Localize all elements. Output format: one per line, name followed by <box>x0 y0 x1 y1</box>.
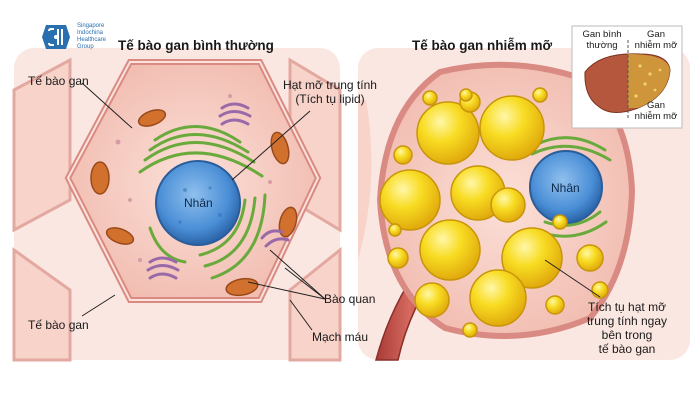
brand-logo: Singapore Indochina Healthcare Group <box>38 19 198 63</box>
label-accum-line1: Tích tụ hạt mỡ <box>588 300 666 314</box>
label-lipid-line1: Hạt mỡ trung tính <box>283 78 377 92</box>
label-hepatocyte-bottom: Tế bào gan <box>28 318 89 332</box>
normal-nucleus <box>155 160 241 246</box>
label-hepatocyte-top: Tế bào gan <box>28 74 89 88</box>
label-accum-line2: trung tính ngay <box>586 314 668 328</box>
liver-inset <box>571 25 683 129</box>
inset-normal-line2: thường <box>586 40 618 51</box>
label-nucleus-right: Nhân <box>551 181 580 195</box>
label-blood-vessel: Mạch máu <box>312 330 369 344</box>
inset-normal-line1: Gan bình <box>582 29 622 40</box>
inset-label-fatty-top: Gan nhiễm mỡ <box>630 29 682 51</box>
leader-lines <box>81 82 601 331</box>
label-fat-accumulation: Tích tụ hạt mỡ trung tính ngay bên trong… <box>572 300 682 356</box>
label-accum-line4: tế bào gan <box>598 342 656 356</box>
inset-fatty-bottom-line2: nhiễm mỡ <box>634 111 678 122</box>
left-title: Tế bào gan bình thường <box>118 38 274 53</box>
label-lipid: Hạt mỡ trung tính (Tích tụ lipid) <box>268 78 392 106</box>
inset-label-normal: Gan bình thường <box>576 29 628 51</box>
logo-line: Healthcare <box>77 37 107 43</box>
mitochondria-left <box>90 109 298 297</box>
inset-fatty-bottom-line1: Gan <box>647 100 665 111</box>
label-accum-line3: bên trong <box>601 328 653 342</box>
label-lipid-line2: (Tích tụ lipid) <box>295 92 365 106</box>
golgi-left <box>146 102 290 280</box>
right-title: Tế bào gan nhiễm mỡ <box>412 38 553 53</box>
logo-emblem-icon <box>42 25 70 49</box>
endoplasmic-reticulum-left <box>138 125 267 280</box>
logo-line: Indochina <box>77 30 104 36</box>
fat-droplets <box>379 87 609 338</box>
logo-line: Group <box>77 44 94 50</box>
logo-line: Singapore <box>77 23 105 29</box>
label-nucleus-left: Nhân <box>184 196 213 210</box>
inset-label-fatty-bottom: Gan nhiễm mỡ <box>630 100 682 122</box>
inset-fatty-top-line1: Gan <box>647 29 665 40</box>
label-organelles: Bào quan <box>324 292 376 306</box>
logo-text: Singapore Indochina Healthcare Group <box>77 23 137 51</box>
inset-fatty-top-line2: nhiễm mỡ <box>634 40 678 51</box>
